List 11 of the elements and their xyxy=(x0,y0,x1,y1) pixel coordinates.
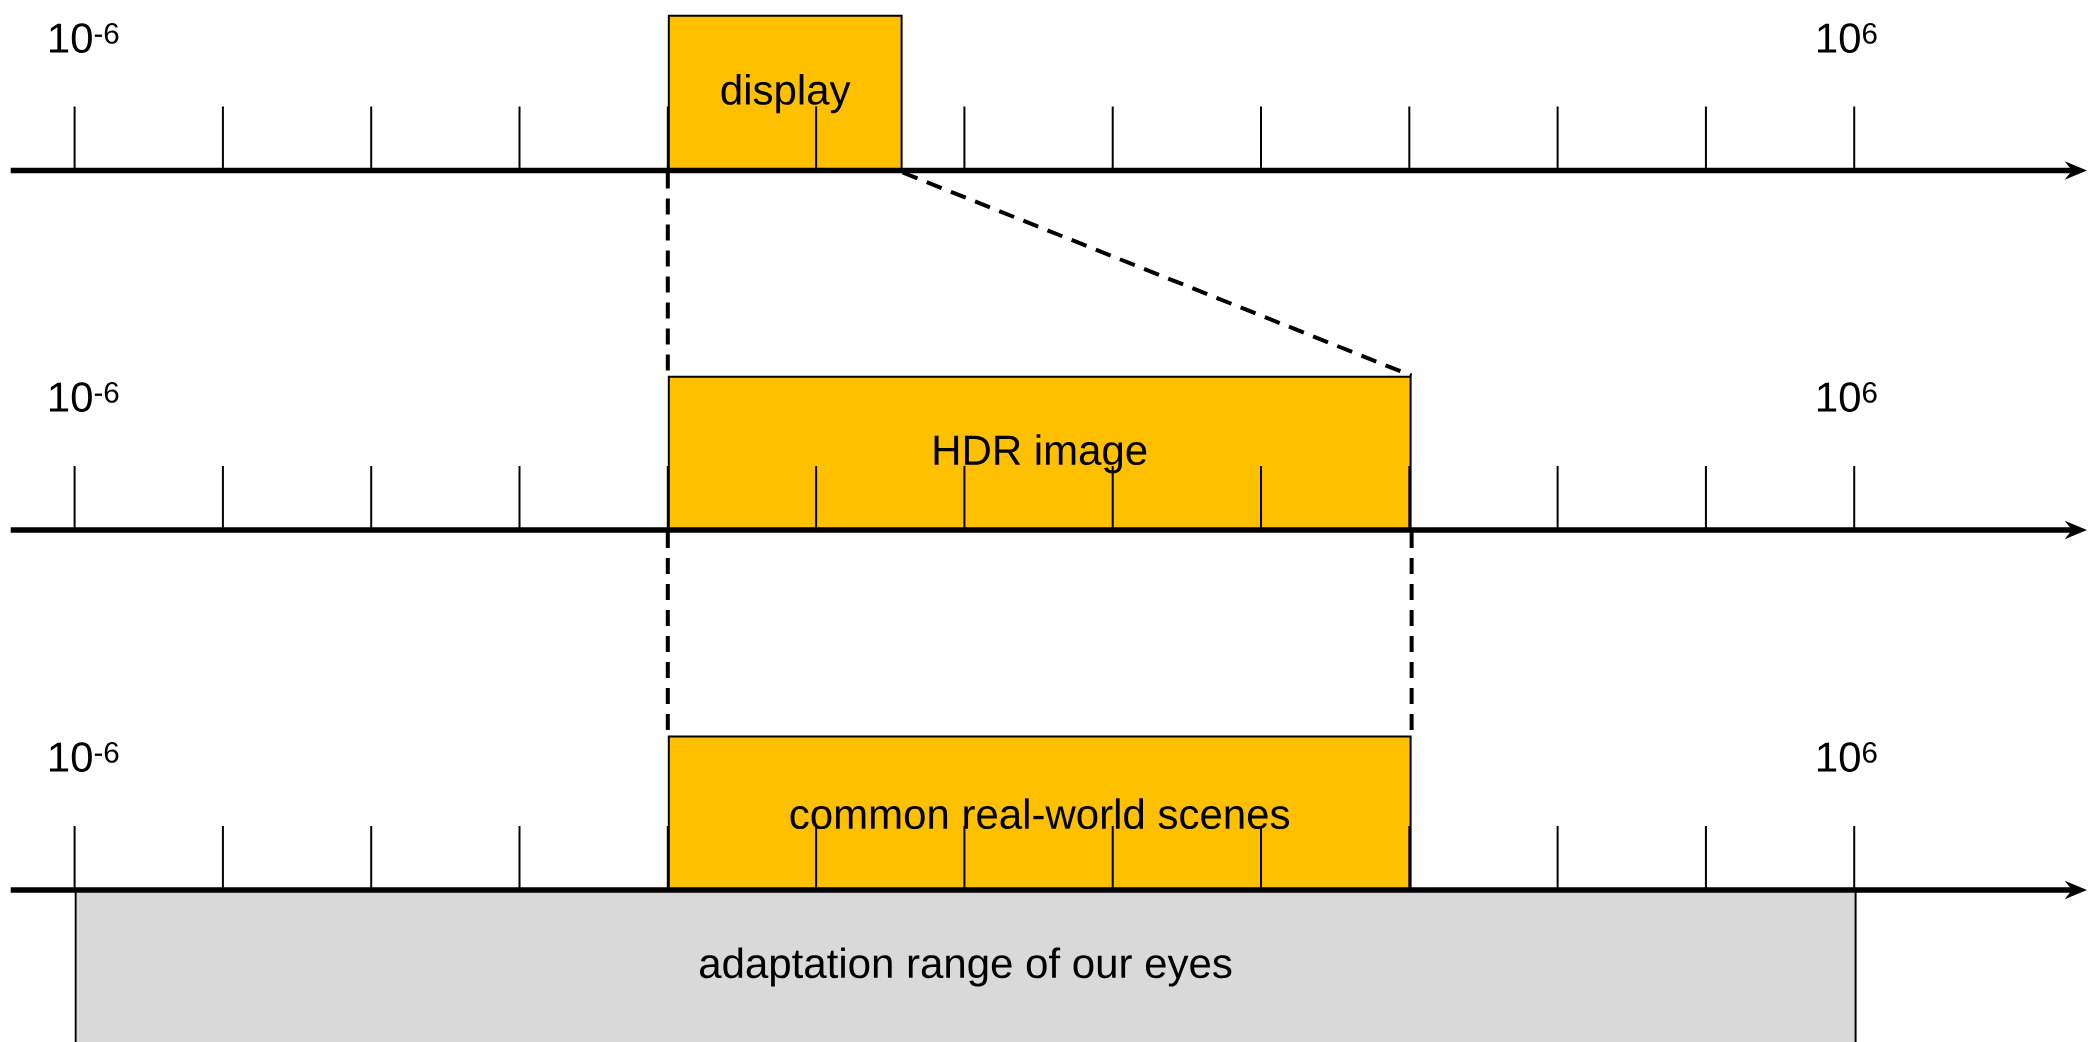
exponent-label: 10$^{6}$ xyxy=(1818,742,1877,772)
exponent-label: 10$^{-6}$ xyxy=(50,382,119,412)
exponent-label: 10$^{6}$ xyxy=(1818,382,1877,412)
range-box: HDR image xyxy=(667,375,1412,532)
exponent-label: 10$^{6}$ xyxy=(1818,23,1877,53)
exponent-label: 10$^{-6}$ xyxy=(50,742,119,772)
range-box: display xyxy=(667,14,903,173)
exponent-label: 10$^{-6}$ xyxy=(50,23,119,53)
range-bar: adaptation range of our eyes xyxy=(74,890,1857,1042)
range-box: common real-world scenes xyxy=(667,735,1412,892)
dashed-connector xyxy=(901,170,1413,378)
